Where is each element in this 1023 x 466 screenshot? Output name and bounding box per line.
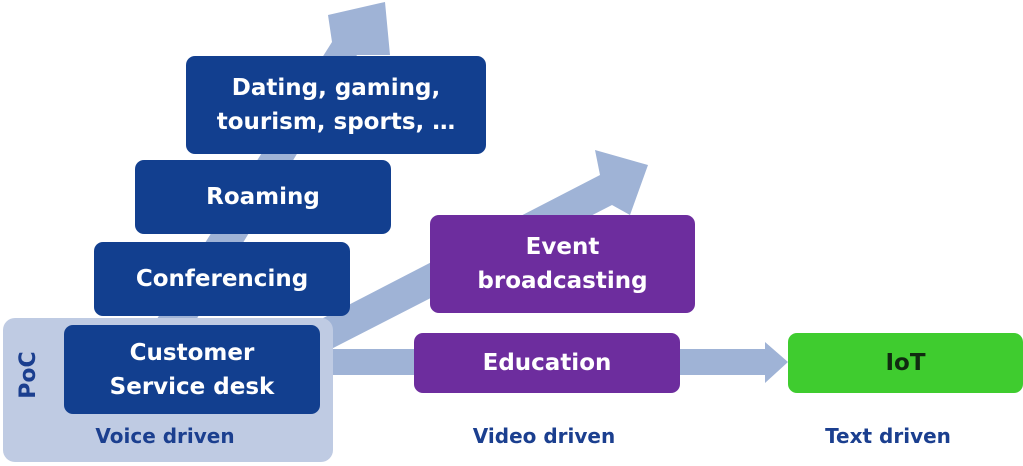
voice-driven-label: Voice driven xyxy=(95,424,235,448)
text-driven-label: Text driven xyxy=(825,424,951,448)
conferencing-box: Conferencing xyxy=(94,242,350,316)
event-broadcasting-box: Event broadcasting xyxy=(430,215,695,313)
poc-label: PoC xyxy=(15,351,41,399)
customer-service-box: Customer Service desk xyxy=(64,325,320,414)
dating-gaming-box: Dating, gaming, tourism, sports, … xyxy=(186,56,486,154)
education-box: Education xyxy=(414,333,680,393)
video-driven-label: Video driven xyxy=(472,424,616,448)
roaming-box: Roaming xyxy=(135,160,391,234)
iot-box: IoT xyxy=(788,333,1023,393)
